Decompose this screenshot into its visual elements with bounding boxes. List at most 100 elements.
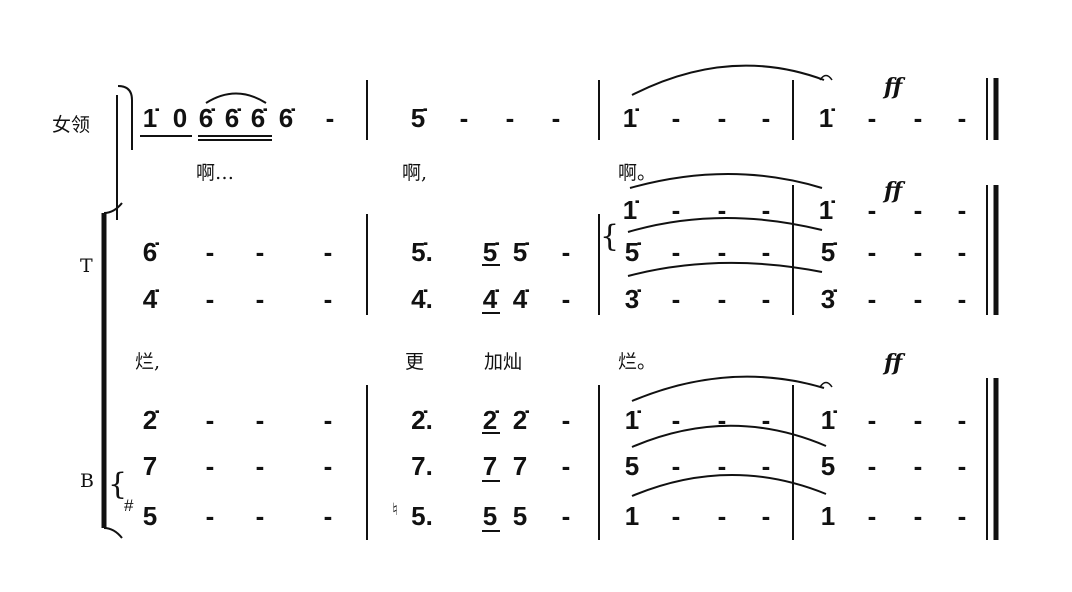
note-cell: - [255, 284, 265, 314]
note-cell: - [717, 451, 727, 481]
note-cell: - [957, 451, 967, 481]
note-cell: - [717, 103, 727, 133]
row-tenor-c: 4̇---4̇.4̇4̇-3̇---3̇--- [0, 279, 1072, 319]
note-cell: - [867, 501, 877, 531]
part-label-tenor: T [80, 255, 93, 277]
note-cell: 2̇ [482, 405, 498, 435]
note-cell: - [957, 237, 967, 267]
note-cell: - [323, 405, 333, 435]
note-cell: 6̇ [278, 103, 294, 133]
note-cell: 5 [820, 451, 836, 481]
note-cell: - [867, 103, 877, 133]
note-cell: - [913, 237, 923, 267]
note-cell: - [761, 284, 771, 314]
note-cell: - [561, 284, 571, 314]
note-cell: - [957, 501, 967, 531]
note-cell: 7 [512, 451, 528, 481]
note-cell: - [205, 237, 215, 267]
note-cell: 1̇ [622, 195, 638, 225]
note-cell: 5̇ [820, 237, 836, 267]
lyric-lead-3: 啊。 [618, 162, 657, 184]
note-cell: 5 [624, 451, 640, 481]
note-cell: 7 [142, 451, 158, 481]
note-cell: 5. [411, 501, 433, 531]
note-cell: 5̇ [624, 237, 640, 267]
note-cell: - [323, 284, 333, 314]
bracket-bottom-hook [103, 527, 123, 539]
bass-fermata [819, 381, 833, 388]
note-cell: - [867, 451, 877, 481]
note-cell: - [561, 501, 571, 531]
note-cell: - [671, 451, 681, 481]
note-cell: - [913, 501, 923, 531]
sharp-sign: # [124, 496, 134, 515]
note-cell: - [761, 237, 771, 267]
note-cell: - [505, 103, 515, 133]
note-cell: 4̇ [142, 284, 158, 314]
note-cell: 5 [512, 501, 528, 531]
lead-fermata [819, 74, 833, 81]
bass-tie-3 [631, 474, 827, 497]
lyric-lead-1: 啊… [196, 162, 235, 184]
note-cell: - [957, 284, 967, 314]
lead-tie-1 [631, 64, 825, 96]
note-cell: - [671, 237, 681, 267]
lyric-choir-4: 烂。 [618, 351, 657, 373]
note-cell: - [671, 284, 681, 314]
note-cell: - [913, 405, 923, 435]
note-cell: 0 [172, 103, 188, 133]
note-cell: - [323, 237, 333, 267]
barlines [101, 78, 999, 540]
bass-divisi-brace: { [108, 467, 128, 502]
note-cell: 6̇ [250, 103, 266, 133]
note-cell: - [205, 284, 215, 314]
row-tenor-b: 6̇---5̇.5̇5̇-5̇---5̇--- [0, 232, 1072, 272]
note-cell: - [913, 103, 923, 133]
note-cell: 1̇ [818, 195, 834, 225]
note-cell: 5 [142, 501, 158, 531]
note-cell: - [761, 451, 771, 481]
note-cell: 3̇ [624, 284, 640, 314]
note-cell: - [255, 237, 265, 267]
lyric-lead-2: 啊, [402, 162, 428, 184]
note-cell: - [671, 195, 681, 225]
note-cell: 1̇ [622, 103, 638, 133]
note-cell: - [717, 501, 727, 531]
dynamic-bass: ff [884, 350, 903, 376]
lead-bracket [117, 85, 133, 150]
note-cell: - [913, 195, 923, 225]
note-cell: - [913, 451, 923, 481]
dynamic-tenor: ff [884, 178, 903, 204]
note-cell: - [551, 103, 561, 133]
note-cell: 1 [820, 501, 836, 531]
note-cell: 5̇ [482, 237, 498, 267]
tenor-tie-top [629, 173, 823, 189]
lyric-choir-1: 烂, [135, 351, 161, 373]
tenor-tie-mid [627, 216, 823, 233]
bass-tie-1 [631, 375, 825, 402]
note-cell: 6̇ [224, 103, 240, 133]
note-cell: 1̇ [624, 405, 640, 435]
note-cell: - [205, 405, 215, 435]
lyric-choir-2: 更 [405, 351, 425, 373]
note-cell: - [957, 195, 967, 225]
note-cell: - [561, 237, 571, 267]
note-cell: - [867, 237, 877, 267]
note-cell: - [255, 405, 265, 435]
note-cell: - [717, 284, 727, 314]
note-cell: - [325, 103, 335, 133]
note-cell: 2̇ [142, 405, 158, 435]
tenor-tie-mid-lower [627, 261, 823, 277]
note-cell: 3̇ [820, 284, 836, 314]
note-cell: - [205, 501, 215, 531]
row-bass-a: 2̇---2̇.2̇2̇-1̇---1̇--- [0, 400, 1072, 440]
note-cell: 2̇. [411, 405, 433, 435]
note-cell: - [761, 195, 771, 225]
note-cell: 5̇ [512, 237, 528, 267]
note-cell: 5 [482, 501, 498, 531]
note-cell: 7. [411, 451, 433, 481]
